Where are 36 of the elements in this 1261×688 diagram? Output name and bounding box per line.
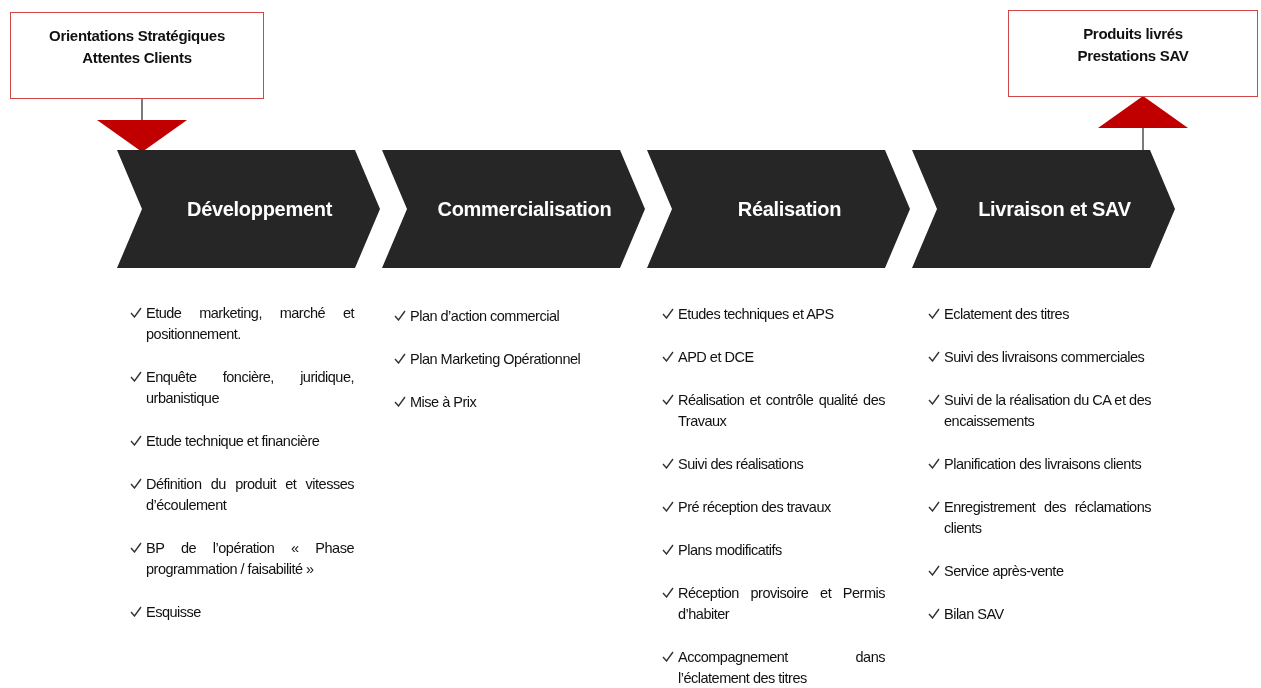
- list-item-text: Accompagnement dans l’éclatement des titres: [678, 648, 885, 688]
- list-item-text: Pré réception des travaux: [678, 498, 832, 517]
- step-title: Réalisation: [736, 197, 842, 221]
- list-item-text: APD et DCE: [678, 348, 755, 367]
- list-item-text: Définition du produit et vitesses d’écoulement: [146, 475, 354, 515]
- step-title: Livraison et SAV: [977, 197, 1131, 221]
- list-item-text: Esquisse: [146, 603, 202, 622]
- list-item-text: Réception provisoire et Permis d’habiter: [678, 584, 885, 624]
- input-output-box: [10, 12, 264, 99]
- list-item-text: Suivi de la réalisation du CA et des encaissements: [944, 391, 1151, 431]
- list-item-text: Etude technique et financière: [146, 432, 321, 451]
- list-item-text: Eclatement des titres: [944, 305, 1070, 324]
- step-title: Commercialisation: [436, 197, 612, 221]
- arrow: [97, 98, 187, 152]
- list-item-text: Mise à Prix: [410, 393, 478, 412]
- box-text: Orientations Stratégiques: [49, 25, 225, 46]
- step-title: Développement: [186, 197, 332, 221]
- list-item-text: Plan Marketing Opérationnel: [410, 350, 582, 369]
- list-item-text: Etude marketing, marché et positionnement.: [146, 304, 354, 344]
- arrow: [1098, 96, 1188, 151]
- list-item-text: Planification des livraisons clients: [944, 455, 1143, 474]
- list-item-text: Suivi des réalisations: [678, 455, 805, 474]
- list-item-text: BP de l’opération « Phase programmation / faisabilité »: [146, 539, 354, 579]
- list-item-text: Bilan SAV: [944, 605, 1005, 624]
- box-text: Attentes Clients: [82, 47, 192, 68]
- list-item-text: Plans modificatifs: [678, 541, 783, 560]
- list-item-text: Enregistrement des réclamations clients: [944, 498, 1151, 538]
- list-item-text: Suivi des livraisons commerciales: [944, 348, 1146, 367]
- list-item-text: Réalisation et contrôle qualité des Travaux: [678, 391, 885, 431]
- box-text: Produits livrés: [1083, 23, 1183, 44]
- input-output-box: [1008, 10, 1258, 97]
- list-item-text: Service après-vente: [944, 562, 1065, 581]
- box-text: Prestations SAV: [1077, 45, 1189, 66]
- list-item-text: Etudes techniques et APS: [678, 305, 835, 324]
- list-item-text: Plan d’action commercial: [410, 307, 561, 326]
- list-item-text: Enquête foncière, juridique, urbanistique: [146, 368, 354, 408]
